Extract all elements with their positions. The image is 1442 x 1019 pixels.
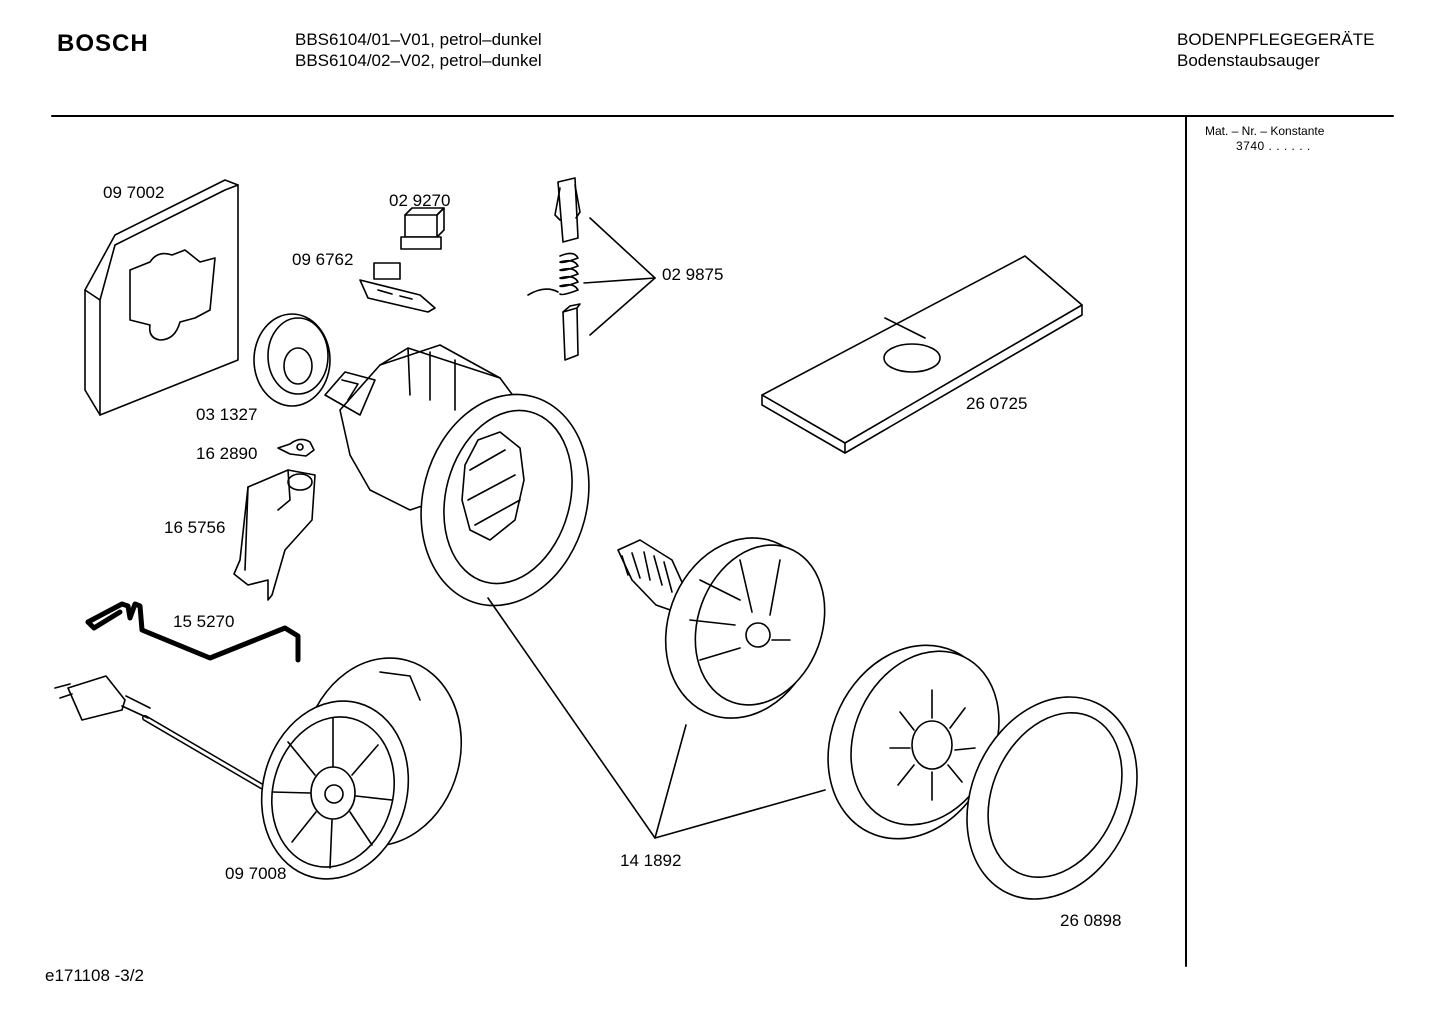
part-switch-button: [400, 207, 445, 250]
part-electronic-board: [359, 262, 436, 313]
part-armature-fan: [617, 537, 826, 719]
part-holder-bracket: [233, 469, 316, 601]
part-filter-mat: [761, 255, 1083, 454]
part-label-155270: 15 5270: [173, 612, 235, 631]
part-cable-reel: [54, 657, 463, 880]
part-wire-bracket: [85, 601, 301, 663]
document-id: e171108 -3/2: [45, 966, 144, 985]
part-small-clip: [277, 438, 315, 457]
model-line-1: BBS6104/01–V01, petrol–dunkel: [295, 30, 542, 49]
leader-lines-141892: [487, 597, 826, 839]
part-bearing-ring: [253, 313, 331, 407]
part-motor-housing: [324, 344, 590, 607]
part-label-097008: 09 7008: [225, 864, 287, 883]
matnr-label: Mat. – Nr. – Konstante: [1205, 124, 1325, 138]
part-label-165756: 16 5756: [164, 518, 226, 537]
part-label-097002: 09 7002: [103, 183, 165, 202]
part-label-260725: 26 0725: [966, 394, 1028, 413]
part-label-096762: 09 6762: [292, 250, 354, 269]
part-carbon-brush: [527, 177, 656, 361]
part-label-141892: 14 1892: [620, 851, 682, 870]
part-cover-disc: [827, 644, 1000, 840]
part-label-029270: 02 9270: [389, 191, 451, 210]
part-label-260898: 26 0898: [1060, 911, 1122, 930]
part-filter-plate: [84, 179, 239, 416]
category-subtitle: Bodenstaubsauger: [1177, 51, 1320, 70]
category-title: BODENPFLEGEGERÄTE: [1177, 30, 1375, 49]
brand-logo: BOSCH: [57, 30, 149, 57]
part-label-029875: 02 9875: [662, 265, 724, 284]
model-line-2: BBS6104/02–V02, petrol–dunkel: [295, 51, 542, 70]
part-label-031327: 03 1327: [196, 405, 258, 424]
part-label-162890: 16 2890: [196, 444, 258, 463]
matnr-value: 3740 . . . . . .: [1236, 139, 1311, 153]
part-seal-ring: [966, 696, 1138, 900]
